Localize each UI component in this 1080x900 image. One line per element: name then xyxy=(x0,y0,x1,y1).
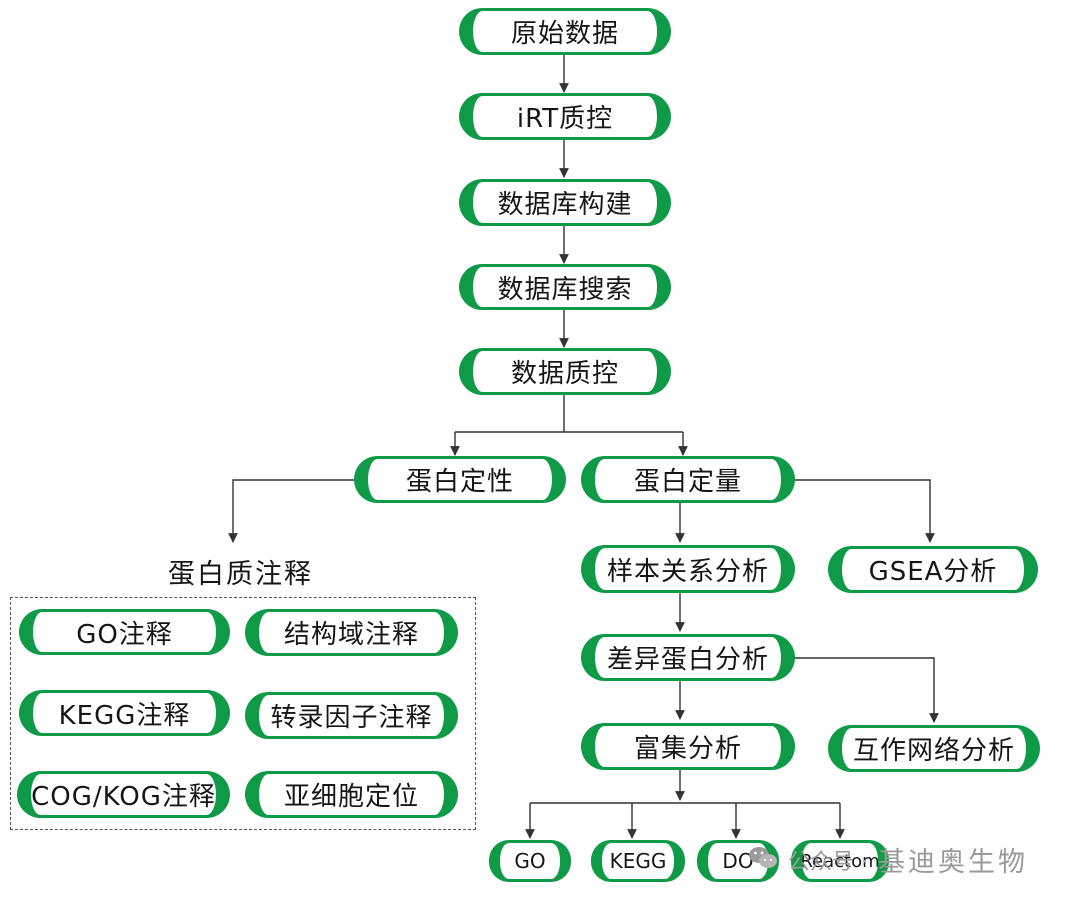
node-reactome: Reactom xyxy=(791,840,889,882)
node-raw-data: 原始数据 xyxy=(459,8,671,55)
node-cog-kog-annotation: COG/KOG注释 xyxy=(17,771,230,818)
node-gsea: GSEA分析 xyxy=(828,546,1038,593)
annotation-group-label: 蛋白质注释 xyxy=(168,559,313,590)
node-data-qc: 数据质控 xyxy=(459,348,671,395)
annotation-group-box xyxy=(10,597,476,830)
node-kegg-annotation: KEGG注释 xyxy=(19,690,230,736)
node-protein-quantitative: 蛋白定量 xyxy=(581,456,795,503)
node-kegg: KEGG xyxy=(591,840,685,882)
wechat-icon xyxy=(748,845,778,875)
node-domain-annotation: 结构域注释 xyxy=(245,609,458,656)
node-irt-qc: iRT质控 xyxy=(459,93,671,140)
node-differential-protein: 差异蛋白分析 xyxy=(581,634,795,681)
node-enrichment: 富集分析 xyxy=(581,723,795,770)
edge-quant-gsea xyxy=(795,479,935,543)
node-ppi-network: 互作网络分析 xyxy=(828,725,1040,772)
node-database-build: 数据库构建 xyxy=(459,179,671,226)
node-tf-annotation: 转录因子注释 xyxy=(245,692,458,739)
watermark-name: 基迪奥生物 xyxy=(878,847,1028,878)
node-go: GO xyxy=(489,840,571,882)
edge-diff-ppi xyxy=(795,657,939,723)
watermark: 公众号 · 基迪奥生物 xyxy=(748,840,1028,879)
edge-qual-anno xyxy=(228,479,357,543)
node-database-search: 数据库搜索 xyxy=(459,264,671,310)
watermark-prefix: 公众号 · xyxy=(788,849,868,875)
node-go-annotation: GO注释 xyxy=(19,609,230,655)
node-sample-relationship: 样本关系分析 xyxy=(581,545,795,593)
node-protein-qualitative: 蛋白定性 xyxy=(354,456,566,503)
node-subcellular-location: 亚细胞定位 xyxy=(245,771,458,818)
